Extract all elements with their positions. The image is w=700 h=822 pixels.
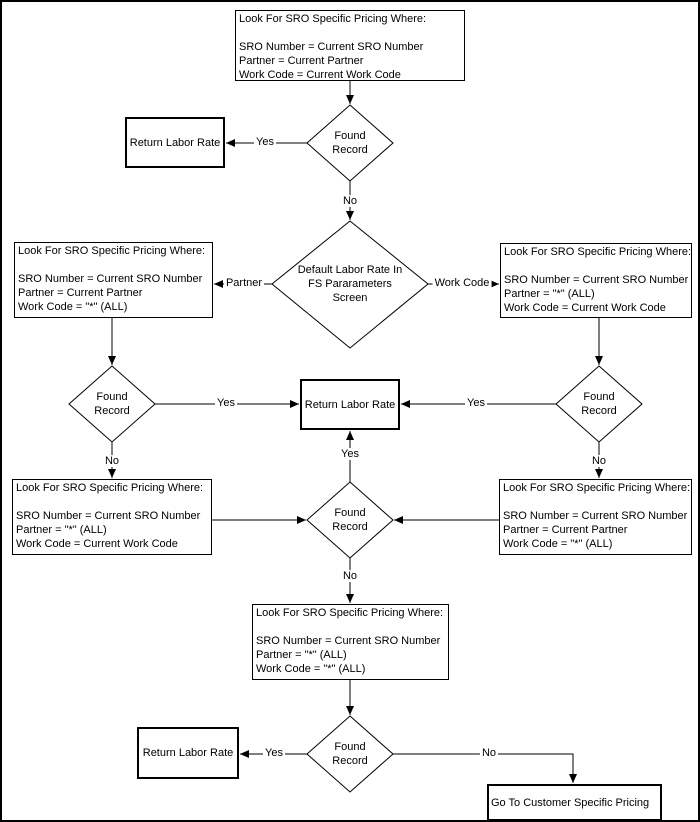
box-line: Partner = "*" (ALL) xyxy=(16,524,107,536)
process-box-partner-all-lookup: Look For SRO Specific Pricing Where: SRO… xyxy=(12,479,212,555)
edge-label-no-left: No xyxy=(102,455,122,467)
decision-found-record-top-label: Found Record xyxy=(332,130,368,156)
box-line: Work Code = "*" (ALL) xyxy=(503,538,613,550)
edge-label-no-bottom: No xyxy=(479,747,499,759)
box-line: Partner = "*" (ALL) xyxy=(256,649,347,661)
goto-customer-pricing-box: Go To Customer Specific Pricing xyxy=(487,784,662,820)
edge-label-yes-center: Yes xyxy=(339,448,361,460)
box-line: Partner = "*" (ALL) xyxy=(504,288,595,300)
box-line: Work Code = Current Work Code xyxy=(504,302,666,314)
box-line: SRO Number = Current SRO Number xyxy=(256,635,441,647)
edge-label-yes-top: Yes xyxy=(254,136,276,148)
box-line: SRO Number = Current SRO Number xyxy=(239,41,424,53)
edge-label-no-top: No xyxy=(340,195,360,207)
edge-label-no-right: No xyxy=(589,455,609,467)
box-line: Work Code = Current Work Code xyxy=(16,538,178,550)
process-box-initial-lookup: Look For SRO Specific Pricing Where: SRO… xyxy=(235,10,465,81)
box-line: Work Code = "*" (ALL) xyxy=(256,663,366,675)
edge-label-no-center: No xyxy=(340,570,360,582)
box-title: Look For SRO Specific Pricing Where: xyxy=(504,246,692,258)
box-line: SRO Number = Current SRO Number xyxy=(503,510,688,522)
decision-found-record-right-label: Found Record xyxy=(581,391,617,417)
edge-label-work-code: Work Code xyxy=(432,277,492,289)
decision-found-record-bottom-label: Found Record xyxy=(332,741,368,767)
edge-label-partner: Partner xyxy=(223,277,265,289)
process-box-workcode-all-lookup: Look For SRO Specific Pricing Where: SRO… xyxy=(499,479,692,555)
box-line: Partner = Current Partner xyxy=(18,287,143,299)
return-labor-rate-box-center: Return Labor Rate xyxy=(300,379,400,430)
return-labor-rate-box-bottom: Return Labor Rate xyxy=(137,727,239,779)
box-title: Look For SRO Specific Pricing Where: xyxy=(16,482,204,494)
box-title: Look For SRO Specific Pricing Where: xyxy=(18,245,206,257)
edge-label-yes-bottom: Yes xyxy=(263,747,285,759)
edge-label-yes-right: Yes xyxy=(465,397,487,409)
box-line: Partner = Current Partner xyxy=(503,524,628,536)
connector-found-bottom-no xyxy=(393,753,577,783)
return-labor-rate-box-top: Return Labor Rate xyxy=(125,117,225,168)
box-line: Work Code = "*" (ALL) xyxy=(18,301,128,313)
decision-default-labor-rate-shape xyxy=(271,220,429,349)
box-line: Work Code = Current Work Code xyxy=(239,69,401,81)
box-title: Look For SRO Specific Pricing Where: xyxy=(239,13,427,25)
box-line: SRO Number = Current SRO Number xyxy=(16,510,201,522)
box-line: SRO Number = Current SRO Number xyxy=(504,274,689,286)
box-title: Look For SRO Specific Pricing Where: xyxy=(256,607,444,619)
decision-found-record-center-label: Found Record xyxy=(332,507,368,533)
process-box-partner-lookup: Look For SRO Specific Pricing Where: SRO… xyxy=(14,242,213,318)
edge-label-yes-left: Yes xyxy=(215,397,237,409)
box-line: SRO Number = Current SRO Number xyxy=(18,273,203,285)
decision-found-record-left-label: Found Record xyxy=(94,391,130,417)
decision-default-labor-rate-label: Default Labor Rate In FS Pararameters Sc… xyxy=(297,264,403,304)
box-line: Partner = Current Partner xyxy=(239,55,364,67)
process-box-workcode-lookup: Look For SRO Specific Pricing Where: SRO… xyxy=(500,243,692,318)
decision-found-record-bottom-shape xyxy=(306,715,394,793)
box-title: Look For SRO Specific Pricing Where: xyxy=(503,482,691,494)
process-box-all-wildcard-lookup: Look For SRO Specific Pricing Where: SRO… xyxy=(252,604,449,680)
